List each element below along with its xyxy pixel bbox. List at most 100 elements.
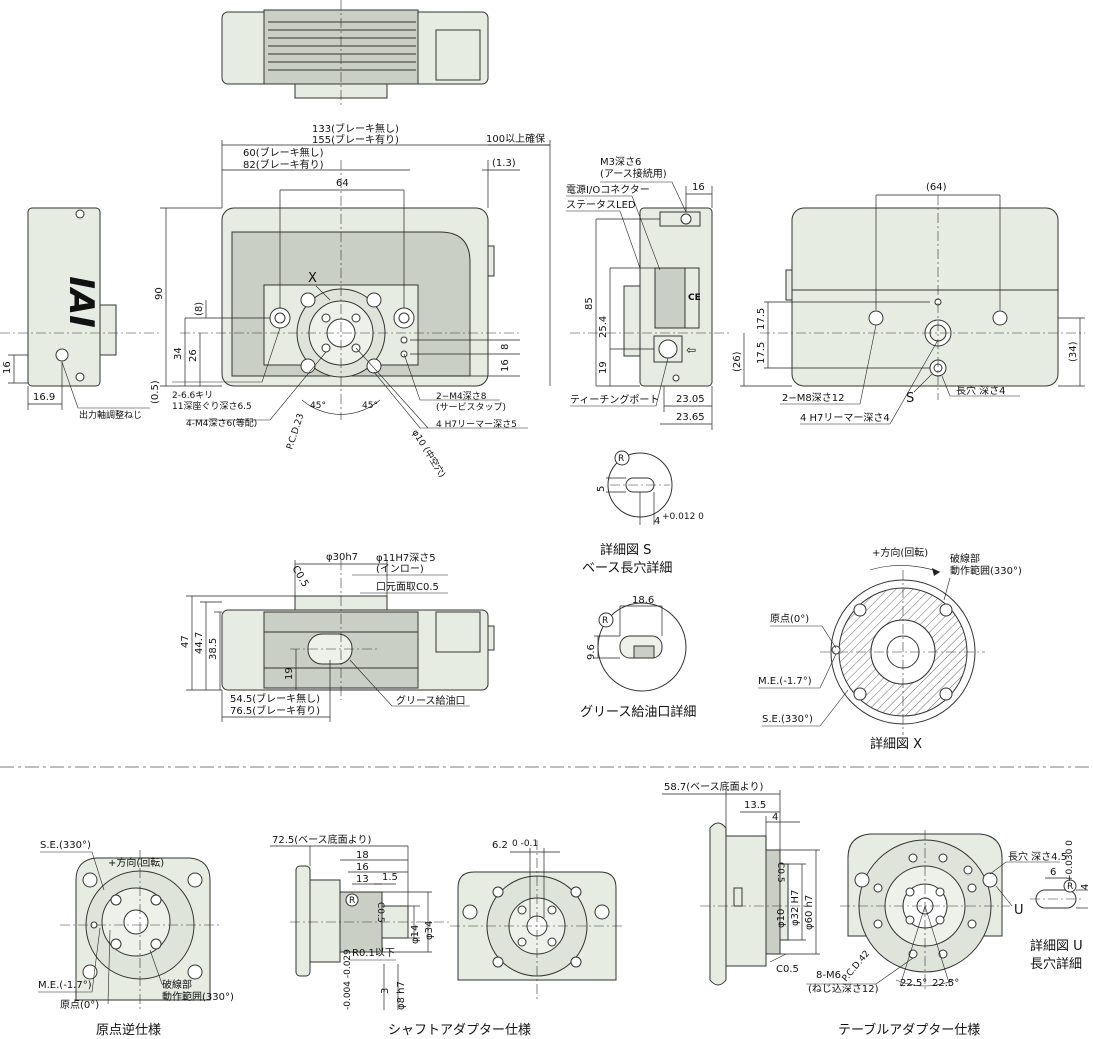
rev-se-label: S.E.(330°)	[40, 840, 91, 851]
dim-85: 85	[584, 297, 595, 310]
dim-18-6: 18.6	[632, 595, 654, 606]
hole-11-label: 11深座ぐり深さ6.5	[172, 400, 252, 412]
tb-13-5: 13.5	[744, 800, 766, 811]
sh-6-2tol: 0 -0.1	[512, 839, 538, 849]
tb-m6: 8-M6	[816, 970, 841, 981]
sh-r01: R0.1以下	[352, 948, 395, 959]
dim-8-paren: (8)	[194, 302, 205, 316]
plus-dir-label: +方向(回転)	[872, 546, 928, 559]
sh-3tol: -0.004 -0.029	[343, 949, 353, 1010]
dim-34: 34	[173, 347, 184, 360]
detail-s-tol: +0.012 0	[662, 512, 704, 522]
tb-c05a: C0.5	[775, 862, 785, 883]
s-mark: S	[906, 391, 914, 406]
h7-5-label: 4 H7リーマー深さ5	[436, 419, 517, 430]
table-adapter-view: 58.7(ベース底面より) 13.5 4 C0.5 φ32 H7 φ60 h7 …	[662, 780, 1091, 1038]
detail-s-title: 詳細図 S	[600, 542, 651, 558]
dim-16-conn: 16	[692, 182, 705, 193]
dim-17-5a: 17.5	[756, 308, 767, 330]
dim-23-65: 23.65	[676, 412, 705, 423]
rev-plus-label: +方向(回転)	[108, 856, 164, 869]
sh-r: R	[349, 896, 355, 906]
dim-25-4: 25.4	[598, 316, 609, 338]
tb-long: 長穴 深さ4.5	[1008, 850, 1067, 863]
dim-19: 19	[598, 361, 609, 374]
tb-title: テーブルアダプター仕様	[838, 1022, 980, 1038]
dim-64-paren: (64)	[926, 182, 947, 193]
se-label: S.E.(330°)	[762, 714, 813, 725]
dim-54-5: 54.5(ブレーキ無し)	[230, 692, 320, 705]
detail-s-5: 5	[596, 486, 607, 492]
dim-90: 90	[154, 287, 165, 300]
tb-6: 6	[1050, 867, 1056, 878]
rev-me-label: M.E.(-1.7°)	[38, 980, 92, 991]
tb-detail-u-sub: 長穴詳細	[1030, 956, 1082, 972]
dim-64: 64	[336, 178, 349, 189]
left-side-view: IAI 16.9 16 出力軸調整ねじ	[0, 207, 160, 421]
tb-4: 4	[772, 812, 778, 823]
dim-16-9: 16.9	[33, 392, 55, 403]
sh-13: 13	[356, 874, 369, 885]
detail-s-r: R	[618, 454, 624, 464]
tb-58-7: 58.7(ベース底面より)	[664, 780, 763, 793]
sh-phi8: φ8 h7	[396, 981, 407, 1010]
detail-s-4: 4	[654, 516, 660, 527]
tb-pcd: P.C.D.42	[841, 949, 873, 984]
detail-s-subtitle: ベース長穴詳細	[582, 560, 672, 576]
ce-mark: CE	[688, 293, 701, 303]
hole-66-label: 2-6.6キリ	[172, 391, 213, 401]
rev-title: 原点逆仕様	[96, 1022, 161, 1038]
x-mark: X	[308, 271, 317, 286]
tb-4b: 4	[1080, 884, 1091, 890]
dim-26: 26	[188, 349, 199, 362]
phi30-label: φ30h7	[326, 552, 358, 563]
detail-x: +方向(回転) 破線部 動作範囲(330°) 原点(0°) M.E.(-1.7°…	[758, 546, 1022, 752]
dim-100: 100以上確保	[486, 132, 545, 145]
power-io-label: 電源I/Oコネクター	[566, 183, 650, 196]
dim-60: 60(ブレーキ無し)	[243, 146, 324, 159]
angle-45a: 45°	[310, 401, 326, 411]
teaching-label: ティーチングポート	[570, 393, 659, 406]
front-view: 133(ブレーキ無し) 155(ブレーキ有り) 100以上確保 60(ブレーキ無…	[150, 122, 551, 480]
tb-22-5a: 22.5°	[900, 978, 927, 989]
sh-18: 18	[356, 850, 369, 861]
sh-72-5: 72.5(ベース底面より)	[272, 833, 371, 846]
tb-4tol: +0.030 0	[1065, 840, 1075, 882]
range-330-label: 動作範囲(330°)	[950, 564, 1022, 577]
tb-m6-sub: (ねじ込深さ12)	[808, 983, 879, 995]
iai-logo: IAI	[61, 276, 101, 328]
side-elevation-view: φ30h7 φ11H7深さ5 (インロー) 口元面取C0.5 C0.5 47 4…	[180, 552, 495, 722]
dim-44-7: 44.7	[194, 632, 205, 654]
sh-16: 16	[356, 862, 369, 873]
sh-1-5: 1.5	[382, 872, 398, 883]
stopper-label: 破線部	[950, 552, 980, 565]
rev-stop-label: 破線部	[162, 978, 192, 991]
connector-side-view: CE ⇦ M3深さ6 (アース接続用) 電源I/Oコネクター ステータスLED …	[566, 156, 730, 430]
dim-16-right: 16	[500, 359, 511, 372]
m8-12-label: 2−M8深さ12	[782, 392, 844, 404]
top-view	[221, 0, 489, 105]
dim-34-paren: (34)	[1068, 341, 1079, 362]
m4-8-label: 2−M4深さ8	[436, 391, 487, 402]
sh-phi34: φ34	[424, 921, 435, 940]
sh-c05: C0.5	[375, 902, 385, 923]
dim-47: 47	[180, 635, 191, 648]
phi11-label: φ11H7深さ5	[376, 552, 436, 564]
dim-155: 155(ブレーキ有り)	[312, 133, 399, 146]
status-led-label: ステータスLED	[566, 199, 636, 211]
earth-label: (アース接続用)	[600, 167, 667, 180]
dim-82: 82(ブレーキ有り)	[243, 158, 324, 171]
base-view: (64) 17.5 17.5 (26) (34) 2−M8深さ12 S 長穴 深…	[732, 182, 1085, 425]
sh-6-2: 6.2	[492, 840, 508, 851]
c05-mouth-label: 口元面取C0.5	[376, 581, 439, 593]
adjust-screw-label: 出力軸調整ねじ	[79, 409, 142, 421]
inlow-label: (インロー)	[376, 564, 424, 575]
service-tap-label: (サービスタップ)	[436, 402, 506, 413]
detail-s: 5 R 4 +0.012 0 詳細図 S ベース長穴詳細	[582, 450, 704, 576]
tb-c05b: C0.5	[776, 964, 799, 975]
m3-label: M3深さ6	[600, 156, 641, 168]
rev-range-label: 動作範囲(330°)	[162, 990, 234, 1003]
dim-16-left: 16	[2, 361, 13, 374]
grease-port-detail: 18.6 9.6 R グリース給油口詳細	[580, 595, 696, 720]
